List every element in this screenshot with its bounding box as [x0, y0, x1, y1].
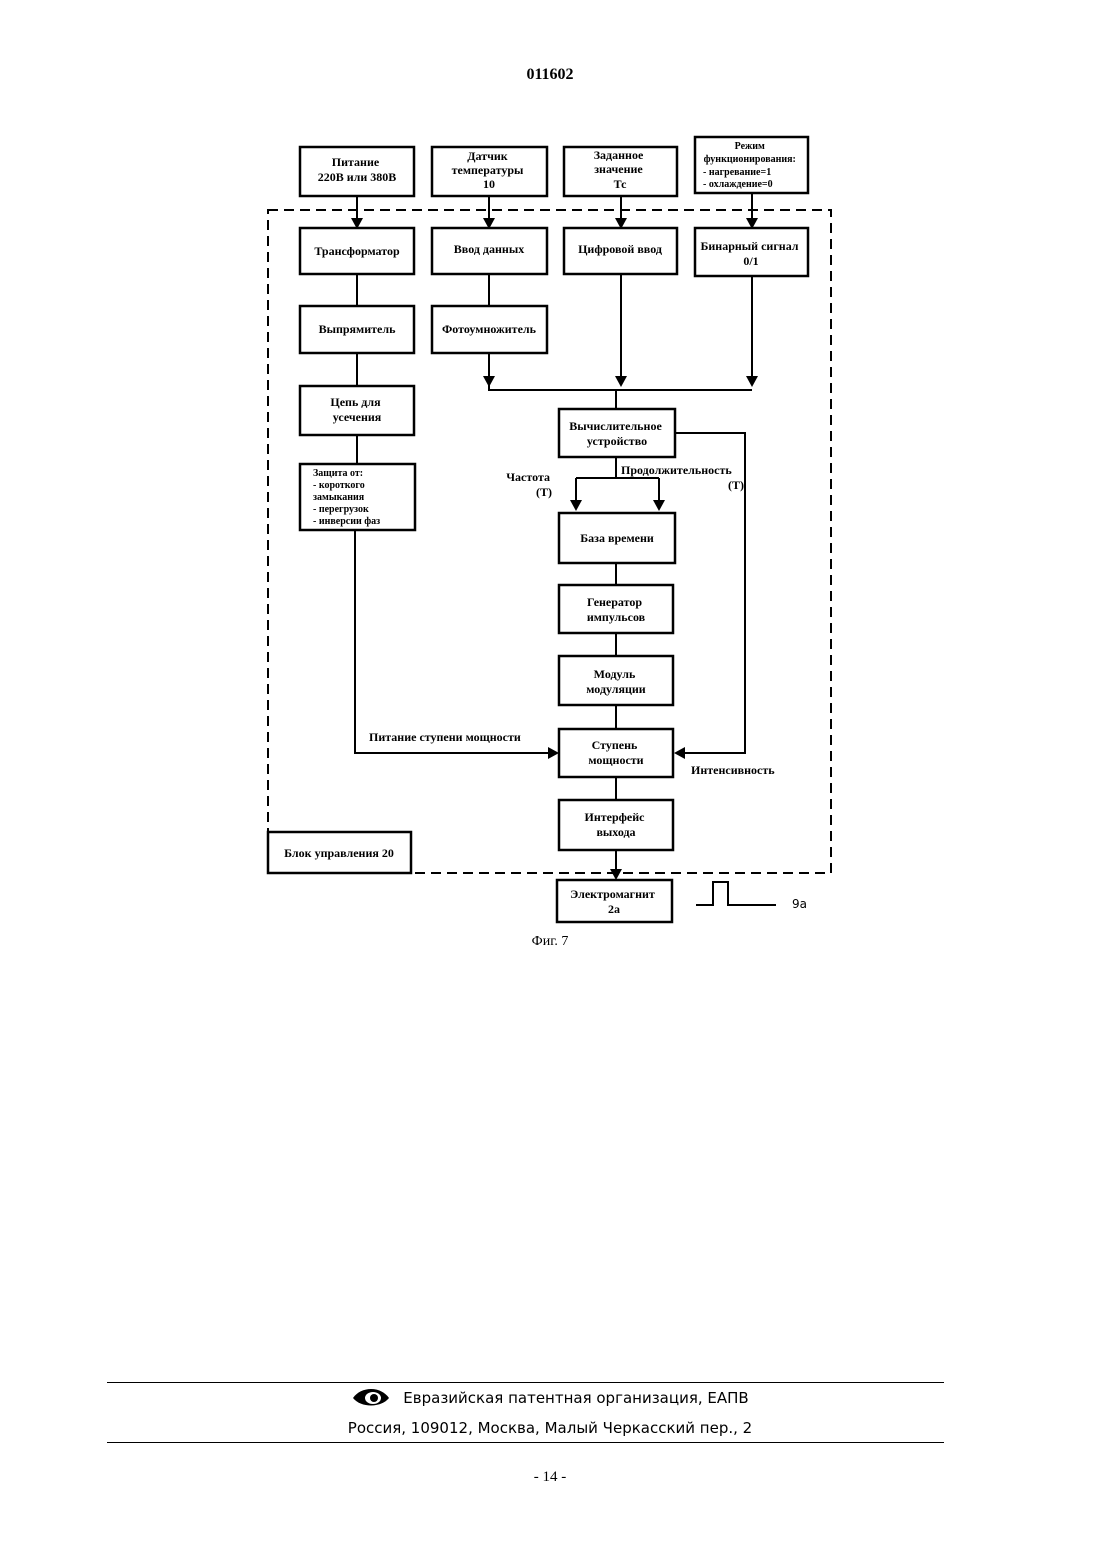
signal-reference-label: 9а [792, 897, 807, 911]
footer-org-text: Евразийская патентная организация, ЕАПВ [403, 1389, 748, 1407]
footer-bottom-rule [107, 1442, 944, 1443]
computing-device-box [559, 409, 675, 457]
power-stage-supply-label: Питание ступени мощности [369, 730, 521, 744]
clipping-circuit-label: Цепь для усечения [330, 395, 383, 424]
frequency-label: Частота (Т) [506, 470, 553, 499]
intensity-label: Интенсивность [691, 763, 775, 777]
pulse-generator-label: Генератор импульсов [587, 595, 646, 624]
modulation-module-label: Модуль модуляции [586, 667, 645, 696]
photomultiplier-label: Фотоумножитель [442, 322, 537, 336]
footer-address: Россия, 109012, Москва, Малый Черкасский… [0, 1419, 1100, 1437]
page-number: - 14 - [0, 1469, 1100, 1486]
rectifier-label: Выпрямитель [319, 322, 396, 336]
pulse-generator-box [559, 585, 673, 633]
power-stage-label: Ступень мощности [588, 738, 643, 767]
block-diagram: Питание 220В или 380В Датчик температуры… [0, 0, 1100, 960]
figure-caption: Фиг. 7 [532, 934, 569, 949]
control-unit-label: Блок управления 20 [284, 846, 394, 860]
eapo-logo-icon [351, 1387, 391, 1409]
data-input-label: Ввод данных [454, 242, 524, 256]
digital-input-label: Цифровой ввод [578, 242, 662, 256]
footer-top-rule [107, 1382, 944, 1383]
pulse-waveform-icon [696, 882, 776, 905]
transformer-label: Трансформатор [314, 244, 400, 258]
footer-org-line: Евразийская патентная организация, ЕАПВ [0, 1387, 1100, 1413]
time-base-label: База времени [580, 531, 654, 545]
